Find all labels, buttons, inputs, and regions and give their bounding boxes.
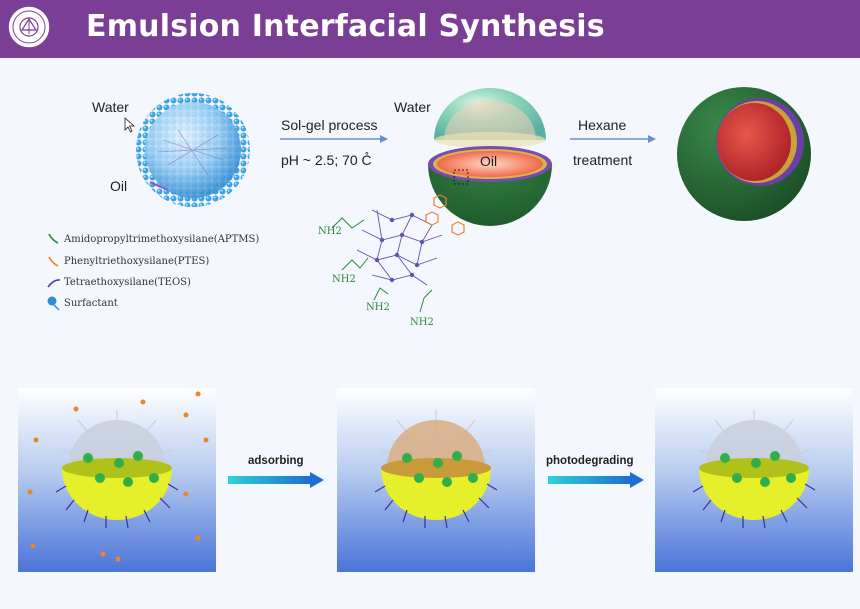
emulsion-droplet <box>136 93 250 207</box>
surfactant-icon <box>47 296 60 311</box>
panel-after-photodegradation <box>655 388 853 572</box>
nh2-label-2: NH2 <box>332 274 356 285</box>
solgel-process-label: Sol-gel process <box>281 117 378 133</box>
photodegrading-arrow-icon <box>548 472 644 488</box>
solgel-arrow-icon <box>280 135 388 143</box>
conditions-label: pH ~ 2.5; 70 C̊ <box>281 152 372 168</box>
treatment-label: treatment <box>573 152 633 168</box>
hexane-label: Hexane <box>578 117 627 133</box>
panel-before-adsorption <box>18 388 216 572</box>
green-strand-icon <box>48 233 59 244</box>
water-label: Water <box>92 99 129 115</box>
nh2-label-4: NH2 <box>410 317 434 328</box>
nh2-label-3: NH2 <box>366 302 390 313</box>
cursor-icon <box>124 117 136 133</box>
legend-ptes-label: Phenyltriethoxysilane(PTES) <box>64 256 210 267</box>
legend-aptms-label: Amidopropyltrimethoxysilane(APTMS) <box>64 234 260 245</box>
opened-capsule <box>428 88 552 226</box>
oil-label-2: Oil <box>480 153 498 169</box>
oil-label: Oil <box>110 178 128 194</box>
title-banner: Emulsion Interfacial Synthesis <box>0 0 860 58</box>
hexane-arrow-icon <box>570 135 656 143</box>
legend-surfactant-label: Surfactant <box>64 298 118 309</box>
orange-strand-icon <box>48 256 59 267</box>
adsorbing-label: adsorbing <box>248 455 304 467</box>
legend-teos-label: Tetraethoxysilane(TEOS) <box>64 277 191 288</box>
water-label-2: Water <box>394 99 431 115</box>
university-seal-icon <box>7 5 51 49</box>
page-title: Emulsion Interfacial Synthesis <box>86 9 605 44</box>
hollow-capsule <box>677 87 811 221</box>
nh2-label-1: NH2 <box>318 226 342 237</box>
panel-after-adsorption <box>337 388 535 572</box>
purple-strand-icon <box>47 279 61 288</box>
adsorbing-arrow-icon <box>228 472 324 488</box>
photodegrading-label: photodegrading <box>546 455 634 467</box>
silica-network-diagram <box>331 194 465 313</box>
